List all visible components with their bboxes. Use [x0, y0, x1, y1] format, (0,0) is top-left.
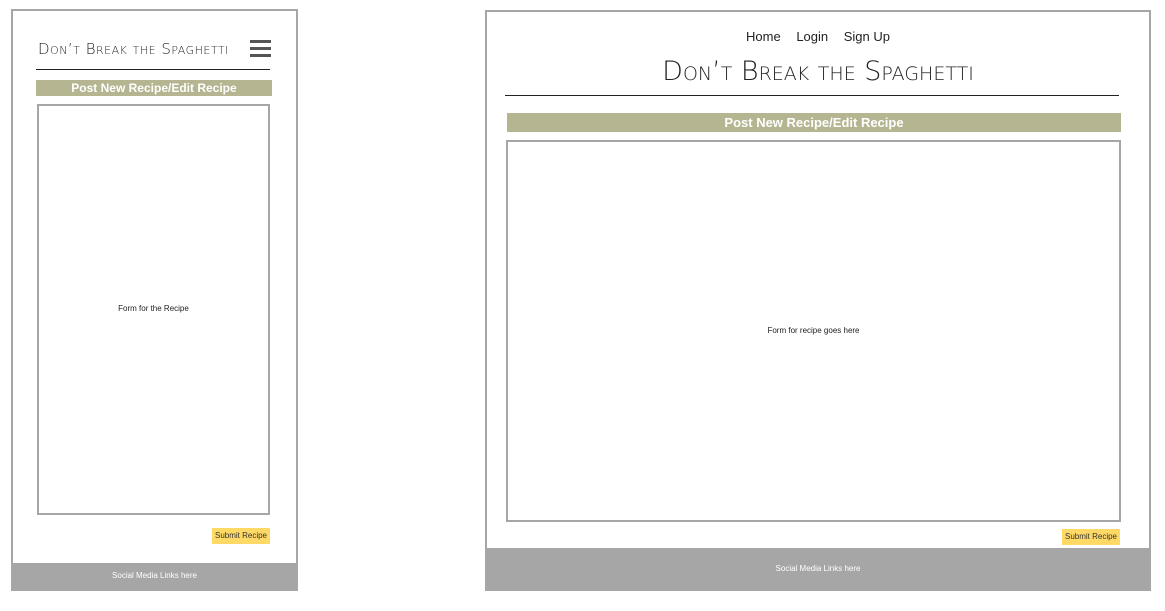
site-title: Don’t Break the Spaghetti [38, 40, 229, 58]
mobile-wireframe: Don’t Break the Spaghetti Post New Recip… [11, 9, 298, 591]
title-divider [505, 95, 1119, 96]
form-placeholder-text: Form for the Recipe [118, 304, 189, 313]
footer-social-links[interactable]: Social Media Links here [112, 571, 197, 580]
hamburger-menu-icon[interactable] [250, 40, 271, 58]
submit-recipe-button[interactable]: Submit Recipe [212, 528, 270, 544]
submit-recipe-button[interactable]: Submit Recipe [1062, 529, 1120, 545]
recipe-form-area[interactable]: Form for recipe goes here [506, 140, 1121, 522]
nav-home-link[interactable]: Home [746, 29, 781, 44]
form-placeholder-text: Form for recipe goes here [767, 326, 860, 335]
footer: Social Media Links here [487, 548, 1149, 589]
page-banner: Post New Recipe/Edit Recipe [507, 113, 1121, 132]
recipe-form-area[interactable]: Form for the Recipe [37, 104, 270, 515]
desktop-wireframe: Home Login Sign Up Don’t Break the Spagh… [485, 10, 1151, 591]
footer: Social Media Links here [13, 563, 296, 589]
top-nav: Home Login Sign Up [487, 29, 1149, 44]
page-banner: Post New Recipe/Edit Recipe [36, 80, 272, 96]
site-title: Don’t Break the Spaghetti [662, 56, 974, 87]
title-divider [36, 69, 270, 70]
nav-signup-link[interactable]: Sign Up [843, 29, 890, 44]
footer-social-links[interactable]: Social Media Links here [775, 564, 861, 573]
nav-login-link[interactable]: Login [796, 29, 829, 44]
